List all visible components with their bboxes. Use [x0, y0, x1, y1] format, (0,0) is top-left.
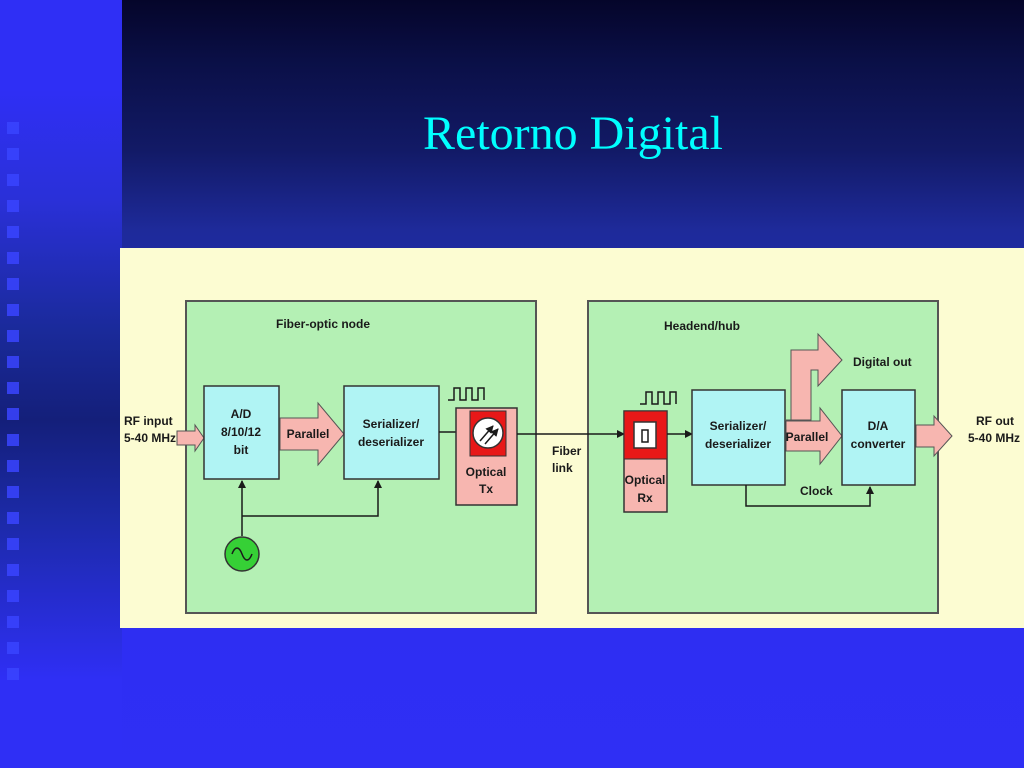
- block-diagram: Fiber-optic node Headend/hub RF input 5-…: [124, 300, 1020, 614]
- parallel-arrow-right: [785, 406, 843, 466]
- rf-out-arrow: [915, 414, 953, 458]
- serializer-left-line1: Serializer/: [363, 417, 420, 431]
- pulse-icon: [448, 387, 485, 401]
- da-converter-label: converter: [851, 437, 906, 451]
- digital-out-arrow: [786, 332, 843, 421]
- serializer-left-line2: deserializer: [358, 435, 424, 449]
- ad-bit-suffix: bit: [234, 443, 249, 457]
- side-strip: [0, 0, 122, 768]
- fiber-link-line2: link: [552, 461, 573, 475]
- photodiode-icon: [633, 421, 657, 449]
- rf-input-arrow: [176, 423, 205, 453]
- serializer-right-line2: deserializer: [705, 437, 771, 451]
- fiber-optic-node-label: Fiber-optic node: [276, 317, 370, 331]
- parallel-left-label: Parallel: [287, 427, 330, 441]
- serializer-right-block: [691, 389, 786, 486]
- optical-tx-line1: Optical: [466, 465, 507, 479]
- da-converter-block: [841, 389, 916, 486]
- fiber-link-line1: Fiber: [552, 444, 582, 458]
- serializer-left-block: [343, 385, 440, 480]
- ad-bits: 8/10/12: [221, 425, 261, 439]
- ad-label: A/D: [231, 407, 252, 421]
- optical-tx-line2: Tx: [479, 482, 493, 496]
- headend-hub-label: Headend/hub: [664, 319, 740, 333]
- clock-label: Clock: [800, 484, 833, 498]
- da-label: D/A: [868, 419, 889, 433]
- serializer-right-line1: Serializer/: [710, 419, 767, 433]
- optical-rx-line2: Rx: [637, 491, 653, 505]
- optical-rx-line1: Optical: [625, 473, 666, 487]
- rf-input-range: 5-40 MHz: [124, 431, 176, 445]
- parallel-arrow-left: [279, 401, 345, 467]
- ad-converter-block: [203, 385, 280, 480]
- rf-out-label: RF out: [976, 414, 1014, 428]
- laser-icon: [472, 417, 504, 449]
- digital-out-label: Digital out: [853, 355, 912, 369]
- clock-line: [745, 485, 874, 507]
- parallel-right-label: Parallel: [786, 430, 829, 444]
- decorative-squares: [7, 122, 27, 694]
- rf-out-range: 5-40 MHz: [968, 431, 1020, 445]
- pulse-icon-rx: [640, 391, 677, 405]
- diagram-panel: Fiber-optic node Headend/hub RF input 5-…: [120, 248, 1024, 628]
- rf-input-label: RF input: [124, 414, 173, 428]
- slide-title: Retorno Digital: [423, 107, 723, 160]
